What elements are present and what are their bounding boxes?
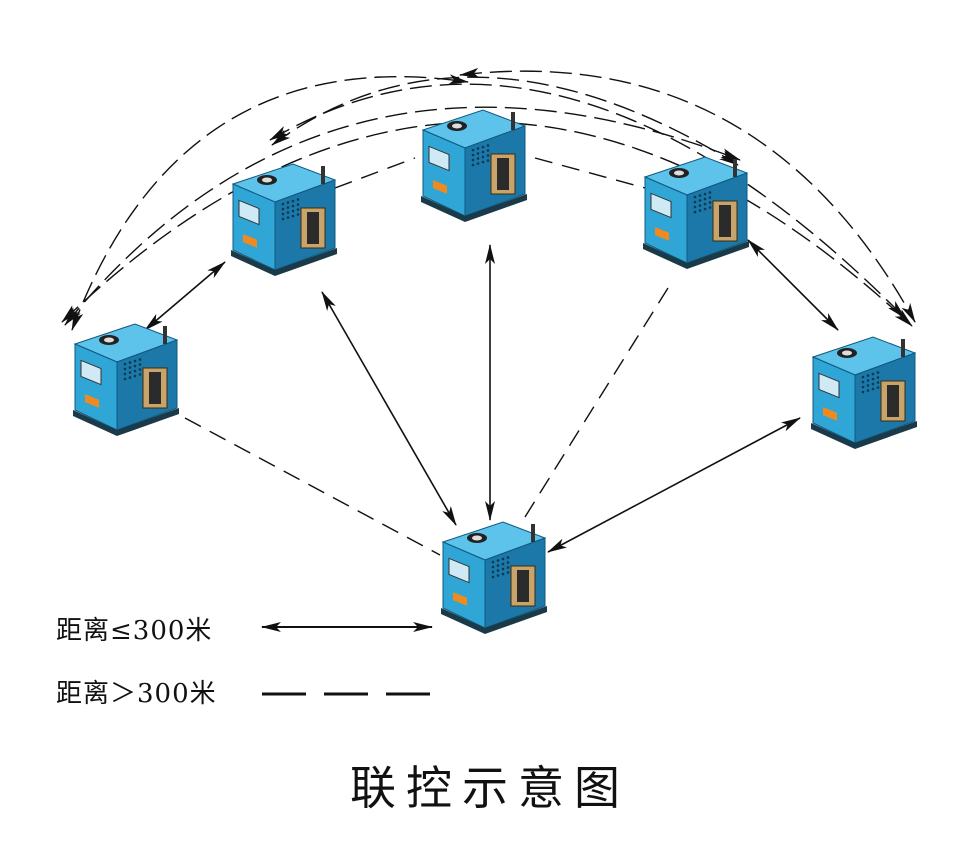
connection-links [61,67,916,556]
device-upper-right [643,156,749,269]
link-m4-m5-near [747,239,839,331]
link-m5-m6-near [547,417,801,553]
link-m3-m5-far-arc [459,67,916,323]
machines-layer [73,109,917,634]
device-bottom-center [441,521,547,634]
device-top [421,109,527,222]
link-m2-m6-near [321,291,457,526]
link-m4-m6-far [519,287,669,526]
device-upper-left [231,163,337,276]
link-m1-m2-near [144,261,226,331]
diagram-title: 联控示意图 [350,761,630,815]
link-m2-m5-far-arc [269,83,906,319]
legend-near-label: 距离≤300米 [56,616,213,646]
link-m1-m6-far [184,417,441,556]
link-m1-m5-far-arc [61,121,913,327]
device-left [73,323,179,436]
legend-far-label: 距离＞300米 [56,679,217,709]
link-m2-m3-far [334,157,416,189]
device-right [811,336,917,449]
link-m3-m4-far [534,157,646,189]
link-m1-m4-far-arc [64,106,741,326]
